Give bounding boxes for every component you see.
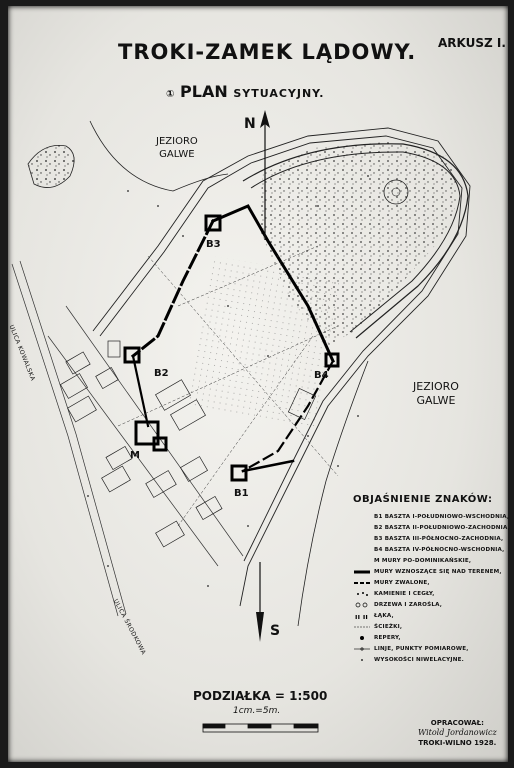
author-signature: Witold Jordanowicz: [418, 728, 497, 737]
shoreline-west: [89, 120, 229, 192]
legend-text: MURY WZNOSZĄCE SIĘ NAD TERENEM,: [374, 568, 502, 575]
legend-text: MURY ZWALONE,: [374, 579, 430, 586]
legend-symbol: [353, 557, 371, 565]
tower-label-b2: B2: [154, 368, 169, 379]
lake-label-northwest: JEZIORO GALWE: [156, 135, 198, 161]
legend-symbol-stones: [353, 590, 371, 598]
lake-label-line: JEZIORO: [156, 136, 198, 147]
legend-item: MURY ZWALONE,: [353, 577, 513, 588]
north-arrow-icon: [260, 110, 270, 240]
legend-symbol-collapsed-wall: [353, 579, 371, 587]
legend-text: KAMIENIE I CEGŁY,: [374, 590, 435, 597]
legend-symbol-paths: [353, 623, 371, 631]
legend-text: ŁĄKA,: [374, 612, 394, 619]
scale-label: PODZIAŁKA = 1:500: [193, 689, 328, 703]
site-plan-drawing: [11, 120, 471, 733]
tower-label-b1: B1: [234, 488, 249, 499]
lake-label-line: GALWE: [159, 149, 195, 160]
lake-label-line: JEZIORO: [413, 380, 459, 393]
legend-symbol: [353, 513, 371, 521]
legend-text: B3 BASZTA III-PÓŁNOCNO-ZACHODNIA,: [374, 535, 504, 542]
plan-number: ①: [166, 89, 175, 100]
legend-symbol: [353, 535, 371, 543]
lake-label-east: JEZIORO GALWE: [413, 380, 459, 408]
scale-bar: [202, 723, 319, 733]
legend-item: M MURY PO-DOMINIKAŃSKIE,: [353, 555, 513, 566]
map-sheet: TROKI-ZAMEK LĄDOWY. ARKUSZ I. ① PLAN SYT…: [8, 6, 510, 762]
plan-title-main: PLAN: [180, 82, 228, 101]
author-credit: OPRACOWAŁ: Witold Jordanowicz TROKI-WILN…: [418, 718, 497, 748]
legend-symbol: [353, 524, 371, 532]
scale-unit: 1cm.=5m.: [233, 706, 281, 716]
legend-text: ŚCIEŻKI,: [374, 623, 403, 630]
svg-text:ıı ıı: ıı ıı: [355, 613, 368, 620]
map-title: TROKI-ZAMEK LĄDOWY.: [118, 40, 417, 64]
legend-item: B1 BASZTA I-POŁUDNIOWO-WSCHODNIA,: [353, 511, 513, 522]
legend-item: B2 BASZTA II-POŁUDNIOWO-ZACHODNIA,: [353, 522, 513, 533]
plan-subtitle: SYTUACYJNY.: [233, 87, 325, 100]
legend-text: M MURY PO-DOMINIKAŃSKIE,: [374, 557, 472, 564]
south-arrow-icon: [256, 562, 264, 642]
legend-symbol-meadow: ıı ıı: [353, 612, 371, 621]
legend-symbol-survey-line: [353, 645, 371, 653]
legend-item: ŚCIEŻKI,: [353, 621, 513, 632]
legend-text: B1 BASZTA I-POŁUDNIOWO-WSCHODNIA,: [374, 513, 510, 520]
legend-item: ıı ıı ŁĄKA,: [353, 610, 513, 621]
tower-label-b4: B4: [314, 370, 329, 381]
north-label: N: [244, 116, 256, 132]
elevation-marks: [87, 175, 369, 587]
legend-text: WYSOKOŚCI NIWELACYJNE.: [374, 656, 464, 663]
towers: [123, 214, 340, 482]
legend-item: B4 BASZTA IV-PÓŁNOCNO-WSCHODNIA,: [353, 544, 513, 555]
dominican-walls-label: M: [130, 450, 140, 461]
legend-item: MURY WZNOSZĄCE SIĘ NAD TERENEM,: [353, 566, 513, 577]
sheet-number: ARKUSZ I.: [438, 36, 506, 50]
legend-symbol-trees: [353, 601, 371, 609]
legend-symbol-elevation: [353, 656, 371, 664]
map-legend: OBJAŚNIENIE ZNAKÓW: B1 BASZTA I-POŁUDNIO…: [353, 494, 513, 665]
legend-item: LINJE, PUNKTY POMIAROWE,: [353, 643, 513, 654]
legend-item: WYSOKOŚCI NIWELACYJNE.: [353, 654, 513, 665]
legend-item: REPERY,: [353, 632, 513, 643]
legend-text: B2 BASZTA II-POŁUDNIOWO-ZACHODNIA,: [374, 524, 510, 531]
legend-item: DRZEWA I ZAROŚLA,: [353, 599, 513, 610]
lake-label-line: GALWE: [416, 394, 456, 407]
legend-item: KAMIENIE I CEGŁY,: [353, 588, 513, 599]
small-island: [27, 145, 75, 188]
legend-text: DRZEWA I ZAROŚLA,: [374, 601, 443, 608]
south-label: S: [270, 623, 281, 639]
tower-label-b3: B3: [206, 239, 221, 250]
legend-text: LINJE, PUNKTY POMIAROWE,: [374, 645, 469, 652]
legend-symbol: [353, 546, 371, 554]
plan-title: ① PLAN SYTUACYJNY.: [166, 82, 325, 101]
survey-lines: [117, 245, 339, 527]
legend-item: B3 BASZTA III-PÓŁNOCNO-ZACHODNIA,: [353, 533, 513, 544]
streets: [11, 260, 244, 617]
legend-symbol-thick-wall: [353, 568, 371, 576]
legend-text: B4 BASZTA IV-PÓŁNOCNO-WSCHODNIA,: [374, 546, 505, 553]
buildings: [59, 340, 317, 548]
shoreline-east: [297, 360, 369, 627]
credit-line: TROKI-WILNO 1928.: [418, 739, 497, 747]
credit-line: OPRACOWAŁ:: [430, 719, 484, 727]
legend-text: REPERY,: [374, 634, 401, 641]
meadow: [185, 255, 341, 427]
legend-symbol-benchmark: [353, 634, 371, 642]
legend-title: OBJAŚNIENIE ZNAKÓW:: [353, 494, 493, 505]
castle-walls: [130, 204, 335, 473]
